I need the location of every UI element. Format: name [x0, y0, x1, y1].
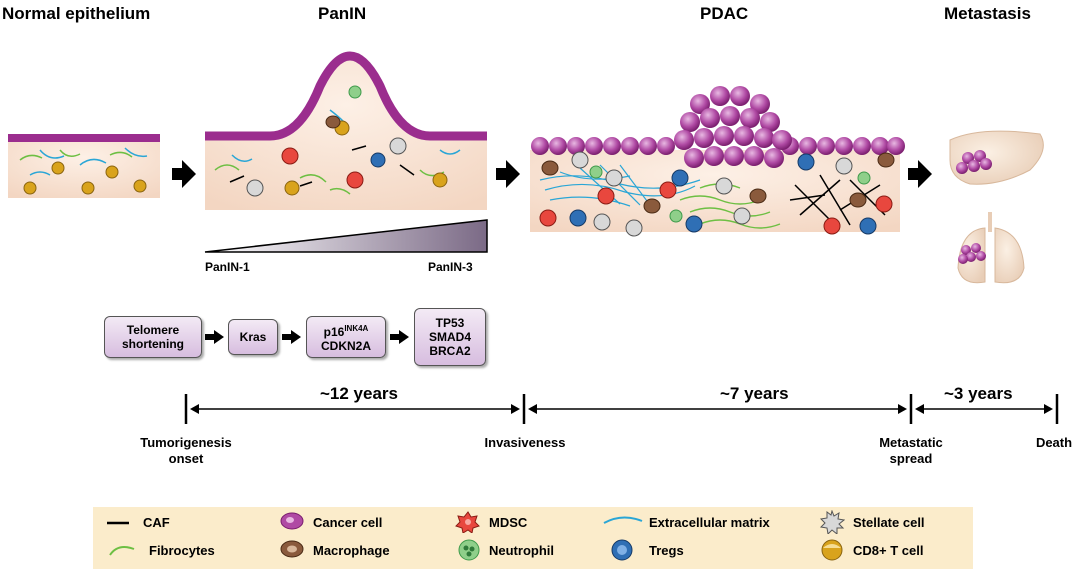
- lung-metastasis: [957, 212, 1025, 284]
- event-tumorigenesis-line2: onset: [168, 451, 204, 466]
- legend-tregs: Tregs: [649, 543, 684, 558]
- gene-kras: Kras: [239, 330, 267, 344]
- legend-ecm: Extracellular matrix: [649, 515, 770, 530]
- event-invasiveness-line1: Invasiveness: [484, 435, 566, 450]
- stage-title-pdac: PDAC: [700, 4, 749, 23]
- event-metastatic-spread: Metastatic spread: [866, 435, 956, 467]
- stage-title-normal: Normal epithelium: [2, 4, 151, 23]
- panin-grade-end: PanIN-3: [428, 260, 473, 274]
- gene-cdkn2a: CDKN2A: [320, 338, 371, 353]
- legend: CAF Fibrocytes Cancer cell Macrophage MD…: [93, 507, 973, 569]
- legend-caf: CAF: [143, 515, 170, 530]
- gene-smad4: SMAD4: [428, 330, 471, 344]
- stellate-cell-icon: [819, 510, 845, 534]
- event-metastatic-line2: spread: [889, 451, 933, 466]
- stage-title-panin: PanIN: [318, 4, 367, 23]
- gene-brca2: BRCA2: [429, 344, 471, 358]
- gene-box-cdkn2a: p16INK4A CDKN2A: [306, 316, 386, 358]
- macrophage-icon: [280, 540, 304, 558]
- gene-box-tp53: TP53 SMAD4 BRCA2: [414, 308, 486, 366]
- event-death-line1: Death: [1035, 435, 1073, 450]
- legend-neutrophil: Neutrophil: [489, 543, 554, 558]
- event-tumorigenesis-line1: Tumorigenesis: [140, 435, 232, 450]
- gene-arrow-1: [205, 330, 224, 344]
- liver-metastasis: [949, 130, 1044, 185]
- event-death: Death: [1028, 435, 1080, 451]
- legend-fibrocytes: Fibrocytes: [149, 543, 215, 558]
- legend-cd8-t-cell: CD8+ T cell: [853, 543, 924, 558]
- gene-arrow-2: [282, 330, 301, 344]
- normal-epithelium-illustration: [8, 134, 160, 198]
- progression-arrow-2: [496, 160, 520, 188]
- treg-icon: [611, 539, 633, 561]
- neutrophil-icon: [458, 539, 480, 561]
- pdac-illustration: [530, 86, 905, 237]
- legend-macrophage: Macrophage: [313, 543, 390, 558]
- mdsc-icon: [455, 511, 480, 533]
- cancer-cell-icon: [280, 512, 304, 530]
- interval-metastasis-to-death: ~3 years: [944, 384, 1013, 403]
- gene-tp53: TP53: [435, 316, 465, 330]
- gene-box-kras: Kras: [228, 319, 278, 355]
- gene-p16: p16: [323, 324, 345, 339]
- interval-onset-to-invasion: ~12 years: [320, 384, 398, 403]
- gene-arrow-3: [390, 330, 409, 344]
- stage-title-metastasis: Metastasis: [944, 4, 1031, 23]
- progression-arrow-1: [172, 160, 196, 188]
- legend-cancer-cell: Cancer cell: [313, 515, 383, 530]
- event-invasiveness: Invasiveness: [470, 435, 580, 451]
- ecm-icon: [603, 516, 643, 524]
- event-tumorigenesis-onset: Tumorigenesis onset: [126, 435, 246, 467]
- interval-invasion-to-metastasis: ~7 years: [720, 384, 789, 403]
- panin-grade-start: PanIN-1: [205, 260, 250, 274]
- timeline-axis: [184, 394, 1059, 424]
- gene-box-telomere: Telomere shortening: [104, 316, 202, 358]
- caf-icon: [107, 521, 129, 525]
- legend-stellate-cell: Stellate cell: [853, 515, 925, 530]
- panin-illustration: [204, 51, 488, 253]
- progression-arrow-3: [908, 160, 932, 188]
- gene-telomere-line1: Telomere: [126, 323, 180, 337]
- fibrocyte-icon: [109, 546, 135, 556]
- gene-telomere-line2: shortening: [122, 337, 184, 351]
- cd8-t-cell-icon: [821, 539, 843, 561]
- event-metastatic-line1: Metastatic: [879, 435, 943, 450]
- gene-p16-superscript: INK4A: [344, 323, 369, 333]
- legend-mdsc: MDSC: [489, 515, 528, 530]
- tissue-illustrations: [8, 51, 1044, 284]
